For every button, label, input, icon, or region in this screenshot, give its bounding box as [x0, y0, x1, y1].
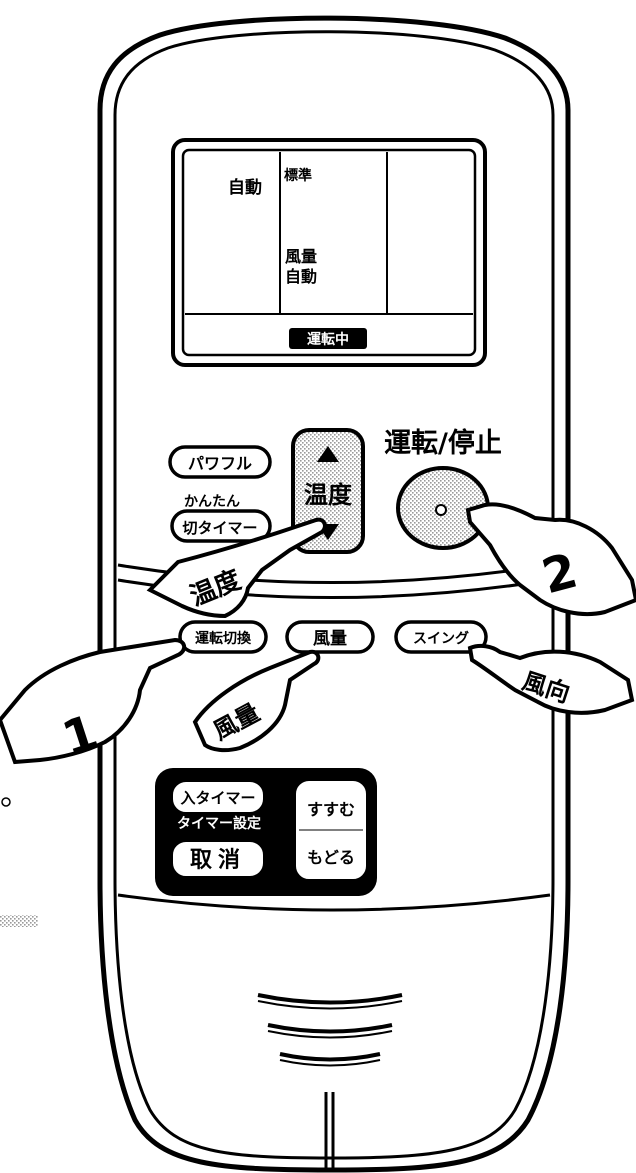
grip-line-1b — [257, 1000, 403, 1010]
lcd-fan-value: 自動 — [285, 267, 317, 286]
cancel-button[interactable] — [173, 842, 263, 876]
powerful-button-label: パワフル — [188, 454, 252, 473]
timer-setting-label: タイマー設定 — [177, 815, 261, 832]
swing-button-label: スイング — [413, 630, 469, 647]
grip-line-2b — [267, 1030, 393, 1039]
forward-button-label: すすむ — [307, 800, 355, 819]
swing-button[interactable] — [394, 620, 488, 654]
lcd-temp-mode-text: 標準 — [284, 167, 312, 184]
lcd-screen — [181, 148, 477, 357]
cover-bottom-edge — [117, 893, 551, 912]
grip-line-2 — [267, 1023, 393, 1034]
lcd-fan-label: 風量 — [285, 247, 317, 266]
fan-button[interactable] — [285, 620, 375, 654]
grip-line-1 — [257, 993, 403, 1005]
stray-dot-marker — [1, 797, 11, 807]
cancel-button-label: 取消 — [190, 848, 246, 873]
lcd-status-text: 運転中 — [307, 331, 349, 348]
on-timer-button-label: 入タイマー — [180, 789, 255, 807]
remote-body-inner — [113, 30, 555, 1160]
fan-button-label: 風量 — [313, 628, 347, 649]
kantan-label: かんたん — [184, 494, 240, 510]
fan-callout-hand — [192, 649, 321, 753]
grip-line-3 — [279, 1052, 381, 1062]
step1-callout-hand — [0, 637, 187, 765]
direction-callout-hand — [467, 643, 635, 715]
run-stop-label: 運転/停止 — [384, 427, 502, 459]
step2-callout-hand — [465, 502, 636, 617]
mode-switch-button[interactable] — [178, 620, 268, 654]
temp-button-label: 温度 — [304, 481, 353, 509]
mode-switch-button-label: 運転切換 — [195, 630, 252, 647]
on-timer-button[interactable] — [173, 782, 263, 812]
temp-callout-hand — [146, 517, 327, 619]
off-timer-button[interactable] — [170, 509, 272, 543]
lcd-status-badge — [289, 328, 367, 349]
back-button-label: もどる — [307, 848, 355, 867]
off-timer-button-label: 切タイマー — [182, 519, 257, 537]
grip-line-3b — [279, 1059, 381, 1067]
temp-up-arrow-icon[interactable] — [317, 446, 339, 462]
run-stop-indicator-icon — [435, 504, 447, 516]
lcd-mode-text: 自動 — [228, 177, 262, 198]
stray-dotted-marker — [0, 915, 38, 927]
powerful-button[interactable] — [168, 445, 272, 479]
